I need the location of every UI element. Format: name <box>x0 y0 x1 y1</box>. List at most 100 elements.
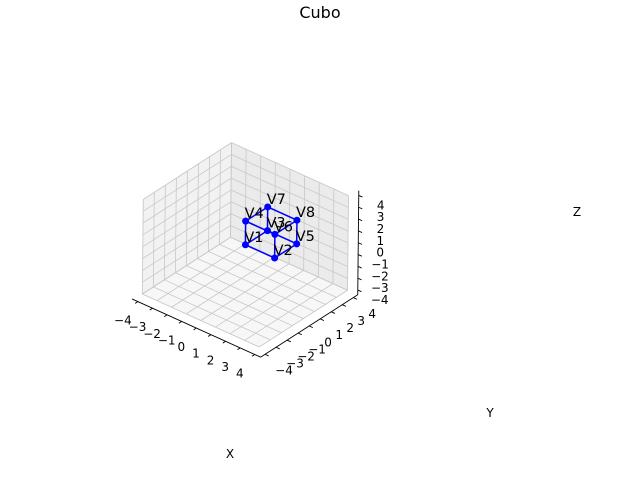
grid-line-y <box>186 265 304 319</box>
y-tick-mark <box>331 311 336 314</box>
cube-edge <box>267 206 298 221</box>
z-tick-mark <box>358 195 363 198</box>
y-tick-label: 0 <box>324 335 332 349</box>
z-tick-mark <box>357 254 362 257</box>
z-tick-label: 4 <box>377 198 385 212</box>
y-tick-label: −2 <box>297 349 315 363</box>
grid-line-z <box>230 177 349 232</box>
grid-line-y <box>175 272 293 327</box>
vertex-point <box>293 240 301 248</box>
vertex-point <box>263 227 271 235</box>
vertex-point <box>242 217 250 225</box>
x-tick-mark <box>164 314 168 317</box>
y-tick-mark <box>353 297 358 300</box>
x-tick-label: −4 <box>114 314 132 328</box>
y-axis-line <box>260 294 358 358</box>
y-tick-label: −1 <box>308 342 326 356</box>
grid-line-z <box>142 189 232 248</box>
grid-line-z <box>230 225 348 279</box>
grid-line-y <box>219 244 337 298</box>
vertex-label: V8 <box>296 205 315 221</box>
chart-title: Cubo <box>299 3 340 22</box>
z-tick-label: 1 <box>376 234 384 248</box>
grid-line-y <box>153 286 271 341</box>
grid-line-z <box>142 177 232 236</box>
x-axis-label: X <box>226 447 234 461</box>
vertex-label: V7 <box>267 192 286 208</box>
z-axis-label: Z <box>573 205 581 219</box>
cube-edge <box>274 219 298 236</box>
vertex-point <box>271 230 279 238</box>
x-tick-mark <box>237 347 241 351</box>
vertex-label: V5 <box>296 229 315 245</box>
x-tick-label: −3 <box>129 320 147 334</box>
y-tick-mark <box>275 346 280 350</box>
vertex-label: V3 <box>266 216 285 232</box>
z-tick-mark <box>357 265 362 269</box>
y-tick-label: −3 <box>286 357 304 371</box>
x-tick-label: −1 <box>158 333 176 347</box>
z-tick-label: −4 <box>371 293 389 307</box>
y-tick-mark <box>264 353 269 357</box>
y-axis-label: Y <box>485 406 494 420</box>
cube-edge <box>274 243 298 259</box>
y-tick-label: 4 <box>368 307 376 321</box>
y-tick-label: −4 <box>275 364 293 378</box>
vertex-point <box>264 203 272 211</box>
z-tick-mark <box>358 218 363 222</box>
grid-line-y <box>164 279 282 334</box>
z-tick-label: −2 <box>371 269 389 283</box>
z-tick-mark <box>358 230 363 233</box>
x-tick-mark <box>134 301 139 304</box>
grid-line-z <box>231 165 349 220</box>
cube-edge <box>244 229 268 246</box>
axes-lines <box>131 190 363 358</box>
x-tick-label: 4 <box>236 367 244 381</box>
vertex-label: V2 <box>274 243 293 259</box>
y-tick-label: 2 <box>346 321 354 335</box>
z-tick-mark <box>358 206 363 210</box>
grid-line-z <box>231 142 349 196</box>
x-tick-label: −2 <box>143 327 161 341</box>
y-tick-mark <box>286 339 291 343</box>
y-tick-mark <box>320 318 325 321</box>
z-tick-mark <box>357 277 362 281</box>
grid-line-z <box>142 154 232 212</box>
x-tick-mark <box>193 327 197 331</box>
z-tick-label: 3 <box>377 210 385 224</box>
grid-line-y <box>197 258 315 312</box>
x-tick-label: 0 <box>178 340 186 354</box>
x-tick-mark <box>222 340 226 344</box>
z-tick-label: 2 <box>377 222 385 236</box>
grid-line-y <box>208 251 326 305</box>
cube-edge <box>245 244 275 259</box>
cube-edge <box>245 206 269 222</box>
x-tick-mark <box>149 307 153 311</box>
grid-line-y <box>142 293 260 348</box>
grid-line-z <box>142 236 231 295</box>
y-tick-mark <box>342 304 347 307</box>
x-tick-label: 1 <box>192 347 200 361</box>
y-tick-label: 1 <box>335 328 343 342</box>
x-tick-mark <box>251 354 256 357</box>
grid-line-z <box>231 154 349 208</box>
grid-line-z <box>143 142 232 200</box>
grid-line-z <box>142 201 232 259</box>
y-tick-label: 3 <box>357 314 365 328</box>
vertex-point <box>271 254 279 262</box>
y-tick-mark <box>297 332 303 336</box>
x-tick-label: 3 <box>221 360 229 374</box>
grid-line-z <box>142 213 232 271</box>
z-tick-mark <box>358 242 363 245</box>
vertex-point <box>241 241 249 249</box>
vertex-label: V1 <box>244 230 263 246</box>
z-tick-mark <box>357 289 362 293</box>
grid-line-z <box>230 201 349 256</box>
z-tick-label: −1 <box>371 257 389 271</box>
cube-edges <box>244 206 298 259</box>
x-tick-mark <box>207 334 212 337</box>
vertex-label: V6 <box>274 219 293 235</box>
